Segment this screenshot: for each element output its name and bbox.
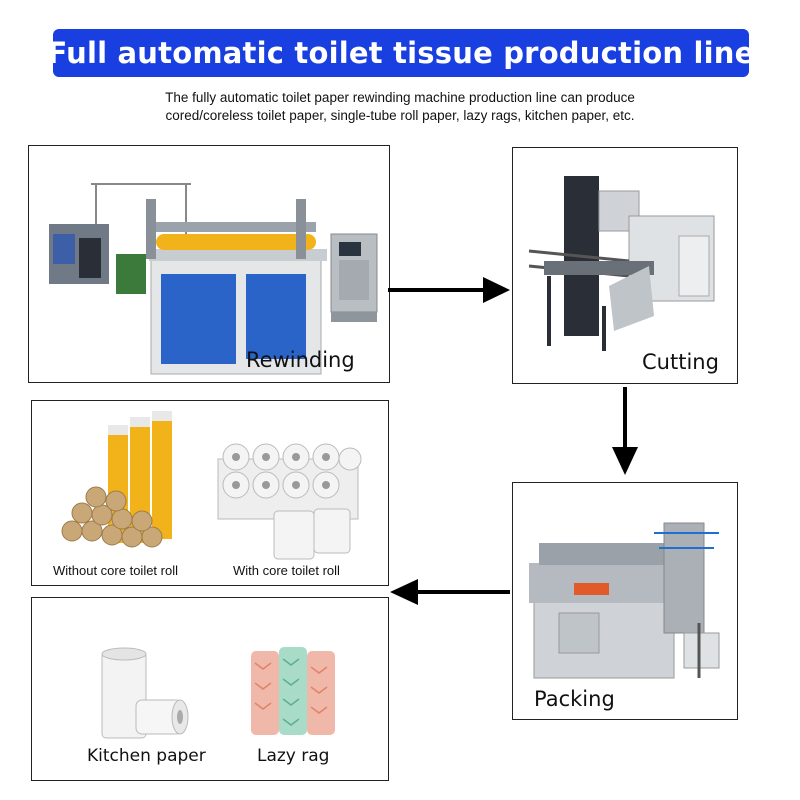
subtitle-line-1: The fully automatic toilet paper rewindi… (165, 90, 635, 105)
toilet-roll-products-panel: Without core toilet roll With core toile… (31, 400, 389, 586)
kitchen-paper-image (101, 647, 189, 739)
packing-panel: Packing (512, 482, 738, 720)
coreless-roll-image (61, 411, 172, 548)
without-core-label: Without core toilet roll (53, 563, 178, 578)
cutting-panel: Cutting (512, 147, 738, 384)
lazy-rag-image (251, 647, 335, 735)
packing-label: Packing (534, 687, 615, 711)
kitchen-paper-label: Kitchen paper (87, 746, 206, 766)
rewinding-label: Rewinding (246, 348, 355, 372)
with-core-label: With core toilet roll (233, 563, 340, 578)
packing-machine-image (529, 522, 720, 679)
subtitle: The fully automatic toilet paper rewindi… (70, 89, 730, 125)
rewinding-panel: Rewinding (28, 145, 390, 383)
cutting-label: Cutting (642, 350, 719, 374)
cored-roll-image (217, 443, 362, 560)
subtitle-line-2: cored/coreless toilet paper, single-tube… (165, 108, 635, 123)
arrow-packing-to-products (390, 579, 510, 605)
lazy-rag-label: Lazy rag (257, 746, 330, 766)
title-banner: Full automatic toilet tissue production … (48, 29, 754, 77)
cutting-machine-image (528, 176, 715, 351)
arrow-rewinding-to-cutting (388, 277, 510, 303)
other-products-panel: Kitchen paper Lazy rag (31, 597, 389, 781)
page-title: Full automatic toilet tissue production … (47, 36, 755, 70)
arrow-cutting-to-packing (612, 387, 638, 475)
rewinding-machine-image (49, 183, 378, 375)
